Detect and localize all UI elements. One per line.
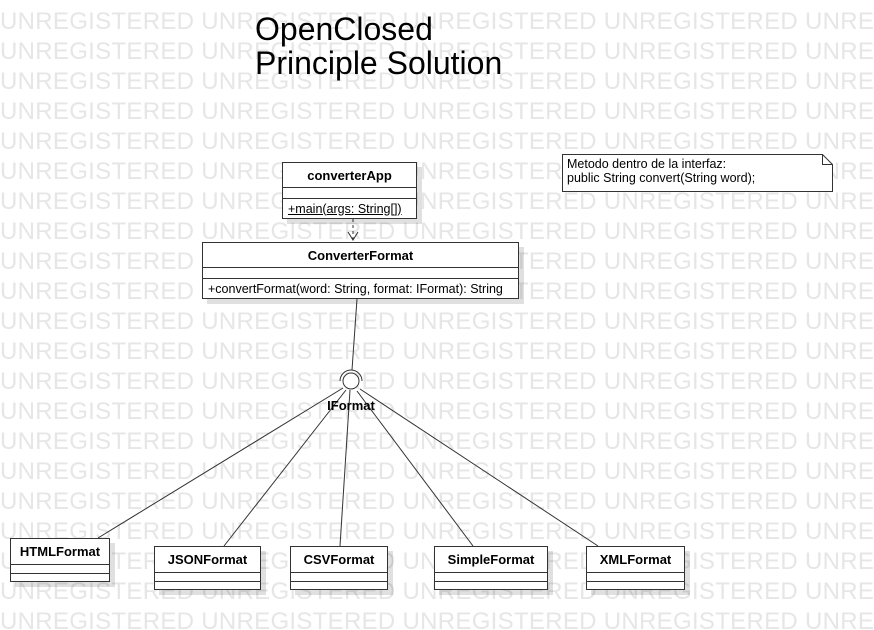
- realization-simple: [356, 390, 474, 547]
- class-json-format[interactable]: JSONFormat: [154, 546, 261, 590]
- class-operations: [435, 582, 547, 589]
- dependency-arrowhead: [347, 231, 359, 241]
- class-name: ConverterFormat: [203, 243, 518, 268]
- class-name: XMLFormat: [587, 547, 684, 573]
- class-attributes: [203, 268, 518, 279]
- realization-json: [223, 389, 347, 547]
- class-converter-app[interactable]: converterApp +main(args: String[]): [282, 162, 417, 219]
- class-attributes: [587, 573, 684, 582]
- required-interface-socket: [339, 369, 363, 382]
- operation-convert-format: +convertFormat(word: String, format: IFo…: [208, 281, 503, 296]
- note-text: Metodo dentro de la interfaz: public Str…: [567, 157, 756, 185]
- class-operations: [11, 574, 109, 581]
- class-operations: [291, 582, 387, 589]
- class-attributes: [155, 573, 260, 582]
- class-xml-format[interactable]: XMLFormat: [586, 546, 685, 590]
- interface-iformat-label: IFormat: [327, 398, 375, 413]
- class-name: CSVFormat: [291, 547, 387, 573]
- class-attributes: [11, 565, 109, 574]
- class-simple-format[interactable]: SimpleFormat: [434, 546, 548, 590]
- class-name: converterApp: [283, 163, 416, 188]
- class-operations: [155, 582, 260, 589]
- realization-xml: [359, 388, 599, 547]
- class-attributes: [283, 188, 416, 199]
- class-operations: +main(args: String[]): [283, 199, 416, 218]
- class-html-format[interactable]: HTMLFormat: [10, 538, 110, 582]
- class-name: JSONFormat: [155, 547, 260, 573]
- realization-csv: [339, 389, 351, 547]
- class-operations: [587, 582, 684, 589]
- operation-main: +main(args: String[]): [288, 201, 402, 216]
- diagram-title: OpenClosed Principle Solution: [255, 11, 503, 81]
- uml-note[interactable]: Metodo dentro de la interfaz: public Str…: [562, 154, 833, 192]
- iformat-lollipop: [342, 372, 360, 390]
- class-attributes: [435, 573, 547, 582]
- note-shape: [562, 154, 833, 192]
- required-interface-line: [351, 298, 358, 371]
- class-name: SimpleFormat: [435, 547, 547, 573]
- class-attributes: [291, 573, 387, 582]
- class-converter-format[interactable]: ConverterFormat +convertFormat(word: Str…: [202, 242, 519, 299]
- class-csv-format[interactable]: CSVFormat: [290, 546, 388, 590]
- class-name: HTMLFormat: [11, 539, 109, 565]
- realization-html: [97, 387, 344, 539]
- class-operations: +convertFormat(word: String, format: IFo…: [203, 279, 518, 298]
